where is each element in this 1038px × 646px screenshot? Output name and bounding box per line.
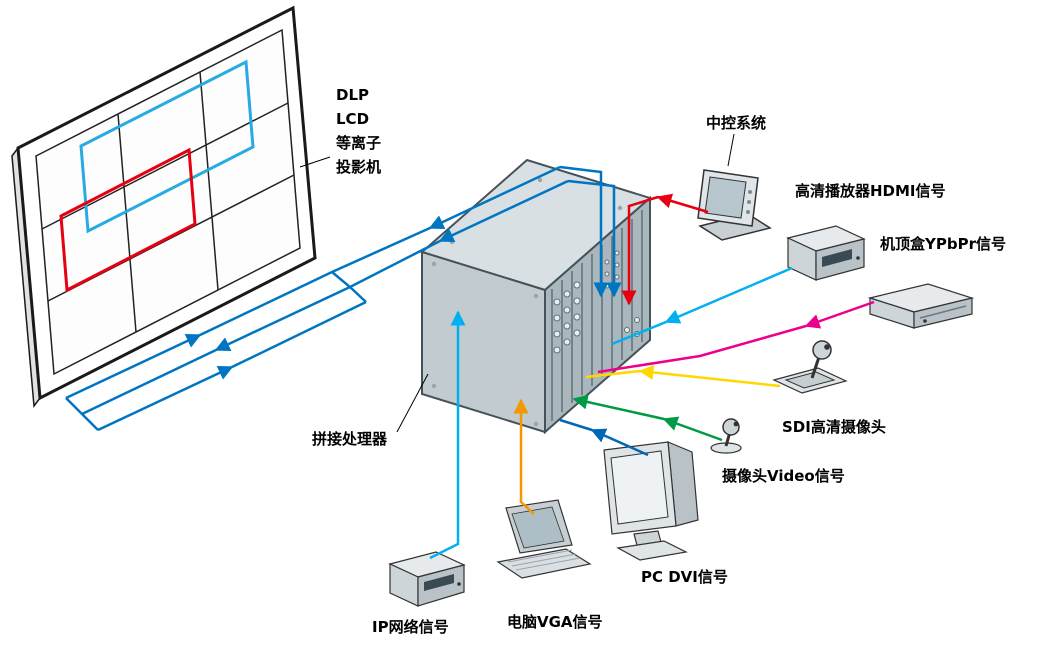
wall-label-line-4: 投影机 (336, 158, 381, 176)
wall-label-line-3: 等离子 (336, 134, 381, 152)
control-signal-line (621, 195, 659, 306)
dvi-signal-line (559, 418, 593, 432)
bundle-drop-2 (567, 179, 622, 298)
bundle-line (349, 239, 441, 289)
wall-label-line-1: DLP (336, 86, 369, 104)
hdmi-signal-line (611, 320, 667, 346)
video-signal-line (662, 416, 723, 442)
pc-monitor-device (603, 441, 699, 561)
route-connector-right (331, 271, 367, 303)
processor-label-leader (396, 373, 429, 433)
dvi-signal-line (590, 428, 649, 457)
hdmi-signal-line (664, 266, 793, 324)
wall-label-line-2: LCD (336, 110, 369, 128)
bundle-line (331, 226, 431, 274)
route-line (231, 300, 367, 369)
sdi-camera-device (772, 340, 848, 394)
signal-lines (429, 193, 875, 560)
hd-player-label: 高清播放器HDMI信号 (795, 182, 946, 200)
route-line (199, 270, 333, 337)
control-panel-device (697, 169, 772, 241)
route-connector-left (65, 397, 99, 431)
ip-signal-line (429, 310, 466, 560)
labels: DLP LCD 等离子 投影机 拼接处理器 中控系统 高清播放器HDMI信号 机… (312, 86, 1006, 636)
sdi-camera-label: SDI高清摄像头 (782, 418, 886, 436)
processor-wall-bundle (331, 165, 622, 298)
wall-label-leader (299, 156, 331, 168)
stb-label: 机顶盒YPbPr信号 (880, 235, 1006, 253)
ip-device (388, 551, 466, 607)
leader-lines (299, 133, 735, 433)
set-top-box-device (867, 283, 975, 329)
ypbpr-signal-line (804, 300, 875, 329)
control-label-leader (727, 133, 735, 167)
wall-window-red (59, 147, 197, 293)
hd-player-device (786, 225, 866, 281)
ip-label: IP网络信号 (372, 618, 449, 636)
route-line (214, 285, 351, 352)
bundle-line (438, 179, 569, 243)
wall-cable-routing (65, 270, 367, 432)
route-line (81, 348, 217, 416)
laptop-device (496, 499, 592, 579)
ypbpr-signal-line (597, 324, 807, 374)
control-signal-line (656, 193, 709, 214)
video-camera-device (710, 418, 742, 454)
pc-label: PC DVI信号 (641, 568, 728, 586)
video-camera-label: 摄像头Video信号 (722, 467, 845, 485)
processor-box (419, 158, 653, 435)
bundle-line (428, 165, 561, 230)
laptop-label: 电脑VGA信号 (507, 613, 603, 631)
vga-signal-line (513, 398, 535, 515)
video-signal-line (572, 394, 665, 421)
route-line (65, 333, 202, 400)
bundle-drop-1 (559, 165, 609, 298)
route-line (97, 365, 234, 432)
sdi-signal-line (585, 369, 641, 379)
processor-label: 拼接处理器 (312, 430, 388, 448)
processor-connectors (553, 250, 640, 354)
video-wall (11, 5, 317, 409)
control-label: 中控系统 (706, 114, 766, 132)
sdi-signal-line (638, 364, 781, 388)
